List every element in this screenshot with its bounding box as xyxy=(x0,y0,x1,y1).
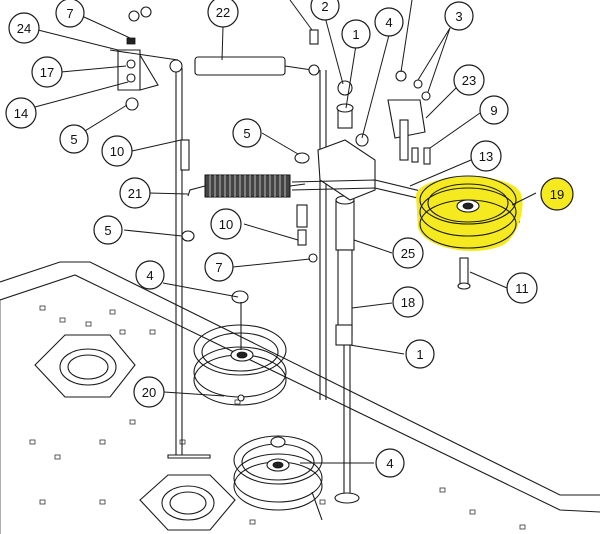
callout-bubble xyxy=(479,95,509,125)
hardware xyxy=(181,152,471,304)
callout-17: 17 xyxy=(31,56,63,88)
callout-bubble xyxy=(375,448,405,478)
mower-deck xyxy=(0,261,600,534)
callout-10: 10 xyxy=(101,135,133,167)
upper-linkage xyxy=(109,6,320,111)
callout-bubble xyxy=(8,12,40,44)
callout-bubble xyxy=(405,339,435,369)
callout-number: 7 xyxy=(66,6,73,21)
callout-2: 2 xyxy=(310,0,340,21)
deck-pulley-lower xyxy=(233,435,323,521)
callout-14: 14 xyxy=(5,97,37,129)
callout-bubble xyxy=(453,64,485,96)
callout-number: 1 xyxy=(352,27,359,42)
callout-bubble xyxy=(135,260,165,290)
callout-number: 5 xyxy=(70,132,77,147)
callout-bubble xyxy=(210,208,242,240)
callout-number: 22 xyxy=(216,5,230,20)
callout-25: 25 xyxy=(392,237,424,269)
callout-number: 24 xyxy=(17,21,31,36)
callout-number: 11 xyxy=(515,281,529,296)
callout-number: 19 xyxy=(550,187,564,202)
callout-bubble xyxy=(207,0,239,28)
callout-number: 20 xyxy=(142,385,156,400)
callout-bubble xyxy=(119,177,151,209)
callout-1: 1 xyxy=(341,19,371,49)
callout-number: 4 xyxy=(146,268,153,283)
callout-5: 5 xyxy=(59,124,89,154)
callout-20: 20 xyxy=(133,376,165,408)
idler-pulley-highlighted xyxy=(416,175,523,251)
callout-bubble xyxy=(204,252,234,282)
callout-18: 18 xyxy=(392,286,424,318)
callout-number: 9 xyxy=(490,103,497,118)
callout-19: 19 xyxy=(540,177,574,211)
callout-bubble xyxy=(392,237,424,269)
callout-bubble xyxy=(232,118,262,148)
callout-13: 13 xyxy=(470,140,502,172)
callout-10: 10 xyxy=(210,208,242,240)
callout-1: 1 xyxy=(405,339,435,369)
callout-number: 18 xyxy=(401,295,415,310)
callout-4: 4 xyxy=(374,7,404,37)
callout-11: 11 xyxy=(506,272,538,304)
callout-bubble xyxy=(55,0,85,28)
callout-number: 5 xyxy=(104,223,111,238)
idler-shafts xyxy=(309,29,360,504)
callout-5: 5 xyxy=(93,215,123,245)
callout-bubble xyxy=(374,7,404,37)
callout-number: 2 xyxy=(321,0,328,14)
idler-arm xyxy=(291,70,521,223)
callout-number: 4 xyxy=(386,456,393,471)
callout-number: 17 xyxy=(40,65,54,80)
callout-number: 5 xyxy=(243,126,250,141)
callout-5: 5 xyxy=(232,118,262,148)
callout-number: 7 xyxy=(215,260,222,275)
control-rod xyxy=(167,68,211,459)
callout-4: 4 xyxy=(375,448,405,478)
callout-number: 3 xyxy=(455,9,462,24)
callout-bubble xyxy=(310,0,340,21)
callout-bubble xyxy=(470,140,502,172)
callout-bubble xyxy=(392,286,424,318)
callout-bubble xyxy=(59,124,89,154)
callout-bubble xyxy=(444,1,474,31)
deck-pulley-middle xyxy=(193,302,287,406)
callout-bubble xyxy=(101,135,133,167)
callout-number: 4 xyxy=(385,15,392,30)
callout-bubble xyxy=(341,19,371,49)
callout-number: 13 xyxy=(479,149,493,164)
callout-number: 10 xyxy=(219,217,233,232)
callout-number: 21 xyxy=(128,186,142,201)
callout-21: 21 xyxy=(119,177,151,209)
callout-number: 1 xyxy=(416,347,423,362)
tension-spring xyxy=(187,174,306,198)
callout-3: 3 xyxy=(444,1,474,31)
callout-bubble xyxy=(31,56,63,88)
callout-bubble xyxy=(5,97,37,129)
callout-9: 9 xyxy=(479,95,509,125)
callout-number: 14 xyxy=(14,106,28,121)
callout-number: 10 xyxy=(110,144,124,159)
callout-bubble xyxy=(133,376,165,408)
callout-bubble xyxy=(540,177,574,211)
callout-22: 22 xyxy=(207,0,239,28)
callout-number: 23 xyxy=(462,73,476,88)
leader-lines xyxy=(34,0,537,464)
callout-bubble xyxy=(506,272,538,304)
callout-number: 25 xyxy=(401,246,415,261)
callout-7: 7 xyxy=(204,252,234,282)
callout-24: 24 xyxy=(8,12,40,44)
callout-bubble xyxy=(93,215,123,245)
callout-23: 23 xyxy=(453,64,485,96)
callout-7: 7 xyxy=(55,0,85,28)
callout-4: 4 xyxy=(135,260,165,290)
